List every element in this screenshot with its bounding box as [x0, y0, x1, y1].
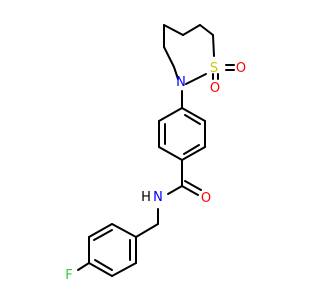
bond: [173, 66, 179, 80]
bond: [111, 223, 137, 238]
bond: [88, 223, 113, 238]
bond: [158, 107, 183, 122]
bond: [183, 144, 200, 155]
bond: [88, 262, 113, 277]
bond: [199, 24, 214, 36]
bond: [184, 180, 202, 191]
atom-label: S: [210, 61, 218, 76]
bond: [185, 73, 207, 85]
bond: [212, 34, 215, 57]
bond: [163, 46, 175, 68]
molecule-structure: N S O O O N H F: [65, 24, 246, 283]
atom-label: O: [210, 81, 220, 96]
atom-label: N: [153, 190, 163, 205]
bond: [181, 146, 206, 161]
atom-label: O: [201, 191, 211, 206]
atom-label: H: [141, 190, 151, 205]
bond: [77, 262, 90, 271]
molecule-diagram: N S O O O N H F: [65, 24, 246, 283]
bond: [135, 223, 159, 238]
atom-label: O: [236, 61, 246, 76]
bond: [181, 185, 199, 196]
bond: [158, 146, 183, 161]
atom-label: F: [65, 268, 72, 283]
atom-label: N: [176, 75, 186, 90]
bond: [184, 114, 201, 125]
bond: [182, 24, 201, 36]
bond: [181, 107, 206, 122]
bond: [93, 229, 113, 241]
bond: [163, 24, 184, 36]
bond: [167, 185, 183, 195]
bond: [111, 262, 137, 277]
bond: [94, 259, 113, 271]
